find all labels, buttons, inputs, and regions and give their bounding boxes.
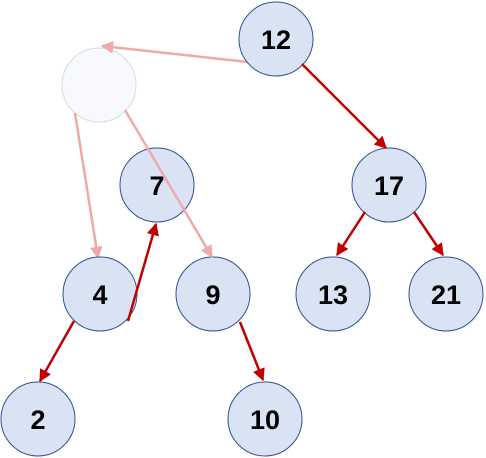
node-2: 2	[0, 381, 76, 457]
node-9: 9	[175, 256, 251, 332]
node-9-label: 9	[205, 280, 220, 310]
edge-17-to-21	[412, 211, 445, 257]
edge-empty-to-4	[73, 112, 103, 260]
node-21: 21	[408, 256, 484, 332]
active-edges	[38, 63, 445, 383]
edge-4-to-2	[38, 320, 76, 383]
node-7-label: 7	[149, 171, 164, 201]
node-7: 7	[119, 147, 195, 223]
node-13: 13	[295, 256, 371, 332]
edge-12-to-17	[301, 63, 387, 149]
node-empty	[61, 47, 137, 123]
node-17-label: 17	[374, 171, 404, 201]
node-21-label: 21	[431, 280, 461, 310]
edge-12-to-empty	[100, 41, 249, 64]
edge-4-to-7	[126, 222, 159, 322]
node-4-label: 4	[92, 280, 107, 310]
node-12-label: 12	[261, 25, 291, 55]
node-10-label: 10	[250, 405, 280, 435]
faded-edges	[73, 41, 249, 260]
node-2-label: 2	[30, 405, 45, 435]
node-13-label: 13	[318, 280, 348, 310]
edge-17-to-13	[335, 211, 367, 257]
node-10: 10	[227, 381, 303, 457]
node-4: 4	[62, 256, 138, 332]
edge-empty-to-9	[123, 109, 214, 259]
node-12: 12	[238, 1, 314, 77]
node-17: 17	[351, 147, 427, 223]
edge-9-to-10	[238, 321, 265, 382]
